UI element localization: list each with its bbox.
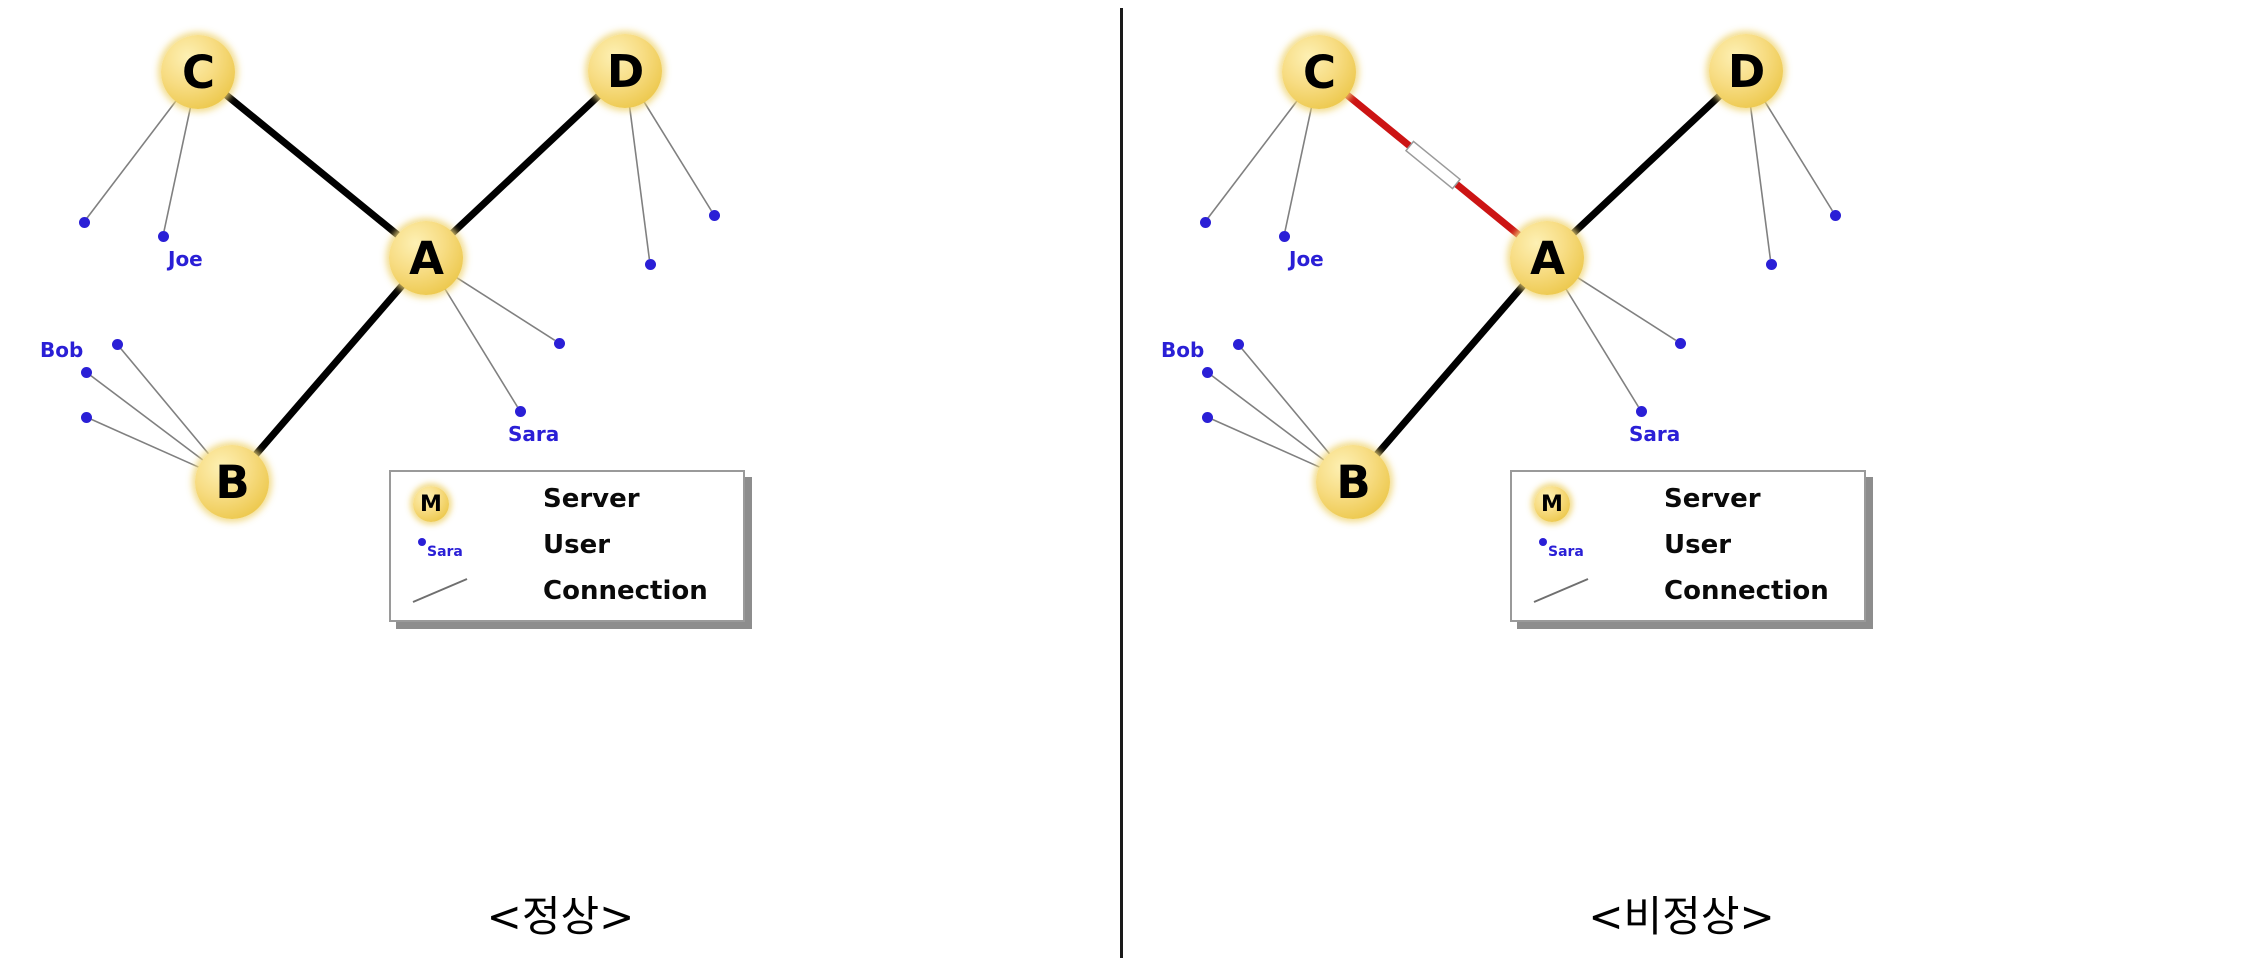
- topology-graph-abnormal: [1207, 90, 1834, 470]
- user-dot[interactable]: [708, 209, 720, 221]
- user-dot[interactable]: [1635, 405, 1647, 417]
- user-dot[interactable]: [157, 230, 169, 242]
- server-node-b-label: B: [1336, 455, 1370, 509]
- server-node-b[interactable]: B: [195, 445, 269, 519]
- user-dot[interactable]: [553, 337, 565, 349]
- user-dot[interactable]: [80, 366, 92, 378]
- server-node-c[interactable]: C: [161, 35, 235, 109]
- legend-label-server: Server: [1664, 484, 1761, 514]
- server-node-a[interactable]: A: [389, 221, 463, 295]
- legend-user-icon: [418, 538, 426, 546]
- server-node-c-label: C: [181, 45, 215, 99]
- user-label-sara: Sara: [508, 422, 560, 446]
- legend-user-sample-label: Sara: [1548, 544, 1584, 560]
- legend-abnormal: M Sara Server User Connection: [1510, 470, 1866, 622]
- legend-normal: M Sara Server User Connection: [389, 470, 745, 622]
- legend-label-connection: Connection: [1664, 576, 1829, 606]
- server-node-a-label: A: [1530, 231, 1565, 285]
- user-dot[interactable]: [1674, 337, 1686, 349]
- legend-server-glyph: M: [420, 491, 442, 517]
- legend-label-user: User: [1664, 530, 1732, 560]
- user-dot[interactable]: [1765, 258, 1777, 270]
- legend-server-icon: M: [413, 486, 449, 522]
- server-node-a-label: A: [409, 231, 444, 285]
- caption-abnormal: <비정상>: [1588, 892, 1775, 941]
- legend-server-icon: M: [1534, 486, 1570, 522]
- user-dot[interactable]: [1201, 366, 1213, 378]
- user-dot[interactable]: [644, 258, 656, 270]
- user-dot[interactable]: [111, 338, 123, 350]
- caption-normal: <정상>: [486, 892, 635, 941]
- legend-user-icon: [1539, 538, 1547, 546]
- server-node-d-label: D: [606, 44, 644, 98]
- user-label-bob: Bob: [1161, 338, 1205, 362]
- server-node-c[interactable]: C: [1282, 35, 1356, 109]
- server-node-d-label: D: [1727, 44, 1765, 98]
- legend-connection-icon: [1533, 578, 1589, 603]
- topology-graph-normal: [86, 90, 713, 470]
- user-dot[interactable]: [1201, 411, 1213, 423]
- server-node-b[interactable]: B: [1316, 445, 1390, 519]
- server-node-a[interactable]: A: [1510, 221, 1584, 295]
- legend-label-user: User: [543, 530, 611, 560]
- user-dot[interactable]: [78, 216, 90, 228]
- user-dot[interactable]: [514, 405, 526, 417]
- server-node-b-label: B: [215, 455, 249, 509]
- legend-server-glyph: M: [1541, 491, 1563, 517]
- user-dot[interactable]: [1232, 338, 1244, 350]
- user-label-joe: Joe: [1289, 247, 1324, 271]
- user-label-joe: Joe: [168, 247, 203, 271]
- server-node-d[interactable]: D: [588, 34, 662, 108]
- panel-divider: [1120, 8, 1123, 958]
- server-node-d[interactable]: D: [1709, 34, 1783, 108]
- user-dot[interactable]: [1278, 230, 1290, 242]
- server-node-c-label: C: [1302, 45, 1336, 99]
- legend-label-connection: Connection: [543, 576, 708, 606]
- legend-user-sample-label: Sara: [427, 544, 463, 560]
- user-dot[interactable]: [80, 411, 92, 423]
- user-label-bob: Bob: [40, 338, 84, 362]
- legend-connection-icon: [412, 578, 468, 603]
- user-label-sara: Sara: [1629, 422, 1681, 446]
- user-dot[interactable]: [1199, 216, 1211, 228]
- legend-label-server: Server: [543, 484, 640, 514]
- user-dot[interactable]: [1829, 209, 1841, 221]
